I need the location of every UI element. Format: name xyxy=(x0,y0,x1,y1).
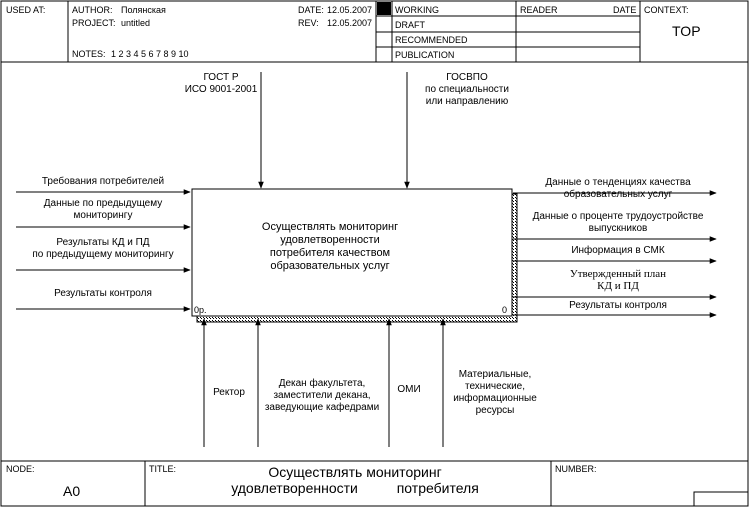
mechanism-label-rector-line1: Ректор xyxy=(213,387,245,398)
output-label-2[interactable]: Данные о проценте трудоустройстве выпуск… xyxy=(518,211,718,235)
author-value: Полянская xyxy=(121,5,166,15)
control-label-gost-line1: ГОСТ Р xyxy=(203,72,239,83)
date-label: DATE: xyxy=(298,5,324,15)
input-label-1-line1: Требования потребителей xyxy=(41,176,165,187)
mechanism-label-dean-line2: заместители декана, xyxy=(273,390,371,401)
status-working: WORKING xyxy=(395,5,439,15)
activity-title-line3: потребителя качеством xyxy=(269,247,391,259)
output-label-1-line1: Данные о тенденциях качества xyxy=(545,177,691,188)
mechanism-label-resources-line1: Материальные, xyxy=(458,369,532,380)
node-label: NODE: xyxy=(6,464,35,474)
activity-box[interactable] xyxy=(191,188,513,317)
footer-title-line1: Осуществлять мониторинг xyxy=(268,464,442,480)
status-recommended: RECOMMENDED xyxy=(395,35,468,45)
activity-cost: 0р. xyxy=(194,305,207,315)
status-draft: DRAFT xyxy=(395,20,425,30)
footer-grid xyxy=(1,460,749,507)
used-at-label: USED AT: xyxy=(6,5,46,15)
input-label-4[interactable]: Результаты контроля xyxy=(18,288,188,300)
header-grid xyxy=(1,1,748,63)
rev-label: REV: xyxy=(298,18,319,28)
mechanism-label-omi[interactable]: ОМИ xyxy=(392,384,426,396)
activity-title-line2: удовлетворенности xyxy=(280,234,380,246)
control-label-gosvpo-line2: по специальности xyxy=(425,84,509,95)
mechanism-label-dean-line3: заведующие кафедрами xyxy=(264,402,380,413)
control-label-gosvpo[interactable]: ГОСВПО по специальности или направлению xyxy=(412,72,522,108)
output-label-4-line2: КД и ПД xyxy=(597,280,639,292)
output-label-2-line1: Данные о проценте трудоустройстве xyxy=(532,211,704,222)
mechanism-label-dean[interactable]: Декан факультета, заместители декана, за… xyxy=(258,378,386,414)
activity-title-line1: Осуществлять мониторинг xyxy=(261,221,399,233)
control-label-gost-line2: ИСО 9001-2001 xyxy=(184,84,258,95)
date-value: 12.05.2007 xyxy=(327,5,373,15)
output-label-1[interactable]: Данные о тенденциях качества образовател… xyxy=(518,177,718,201)
input-label-1[interactable]: Требования потребителей xyxy=(18,176,188,188)
node-value: A0 xyxy=(63,483,81,499)
footer-title: Осуществлять мониторинг удовлетворенност… xyxy=(200,464,510,496)
mechanism-label-resources-line4: ресурсы xyxy=(475,405,515,416)
activity-number: 0 xyxy=(502,305,508,315)
reader-label: READER xyxy=(520,5,558,15)
mechanism-label-resources[interactable]: Материальные, технические, информационны… xyxy=(446,369,544,417)
context-value: TOP xyxy=(672,23,701,39)
activity-title-line4: образовательных услуг xyxy=(270,260,390,272)
input-label-2-line2: мониторингу xyxy=(73,210,133,221)
title-label: TITLE: xyxy=(149,464,177,474)
output-label-5-line1: Результаты контроля xyxy=(569,300,667,311)
notes-label: NOTES: xyxy=(72,49,106,59)
footer-title-line2: удовлетворенности потребителя xyxy=(231,480,479,496)
input-label-3[interactable]: Результаты КД и ПД по предыдущему монито… xyxy=(18,237,188,261)
control-label-gosvpo-line1: ГОСВПО xyxy=(446,72,488,83)
mechanism-label-omi-line1: ОМИ xyxy=(397,384,421,395)
output-label-5[interactable]: Результаты контроля xyxy=(518,300,718,312)
author-label: AUTHOR: xyxy=(72,5,113,15)
project-value: untitled xyxy=(121,18,151,28)
input-label-3-line1: Результаты КД и ПД xyxy=(56,237,150,248)
output-label-1-line2: образовательных услуг xyxy=(563,189,673,200)
activity-title[interactable]: Осуществлять мониторинг удовлетворенност… xyxy=(230,221,430,273)
project-label: PROJECT: xyxy=(72,18,116,28)
rev-value: 12.05.2007 xyxy=(327,18,373,28)
number-label: NUMBER: xyxy=(555,464,597,474)
output-label-4-line1: Утвержденный план xyxy=(569,268,667,280)
output-label-3[interactable]: Информация в СМК xyxy=(518,245,718,257)
mechanism-label-dean-line1: Декан факультета, xyxy=(278,378,366,389)
mechanism-label-rector[interactable]: Ректор xyxy=(206,387,252,399)
control-label-gosvpo-line3: или направлению xyxy=(425,96,509,107)
input-label-2-line1: Данные по предыдущему xyxy=(43,198,163,209)
working-status-marker xyxy=(377,2,391,15)
input-label-3-line2: по предыдущему мониторингу xyxy=(32,249,174,260)
reader-date-label: DATE xyxy=(613,5,637,15)
control-label-gost[interactable]: ГОСТ Р ИСО 9001-2001 xyxy=(176,72,266,96)
output-label-2-line2: выпускников xyxy=(588,223,648,234)
notes-numbers: 1 2 3 4 5 6 7 8 9 10 xyxy=(111,49,189,59)
output-label-4[interactable]: Утвержденный план КД и ПД xyxy=(518,268,718,292)
context-label: CONTEXT: xyxy=(644,5,689,15)
status-publication: PUBLICATION xyxy=(395,50,455,60)
input-label-2[interactable]: Данные по предыдущему мониторингу xyxy=(18,198,188,222)
mechanism-label-resources-line2: технические, xyxy=(465,381,525,392)
output-label-3-line1: Информация в СМК xyxy=(571,245,665,256)
input-label-4-line1: Результаты контроля xyxy=(54,288,152,299)
mechanism-label-resources-line3: информационные xyxy=(453,393,537,404)
